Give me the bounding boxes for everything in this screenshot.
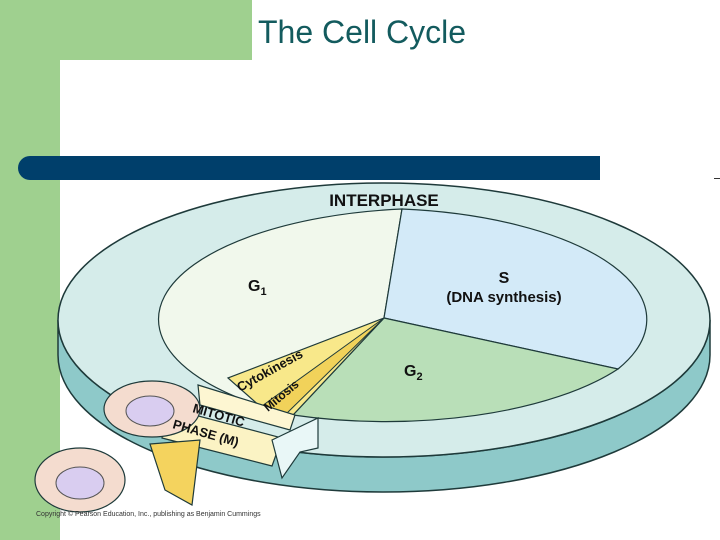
mitotic-phase-arrow	[197, 384, 296, 431]
s-label: S	[499, 270, 510, 287]
s-description: (DNA synthesis)	[446, 289, 561, 306]
slide-title: The Cell Cycle	[258, 14, 467, 50]
s-sector	[383, 208, 648, 370]
divider-tick	[714, 178, 720, 179]
g1-subscript: 1	[260, 286, 266, 298]
g2-sector	[291, 317, 620, 423]
g2-subscript: 2	[416, 371, 422, 383]
return-arrow	[271, 417, 319, 480]
g1-label: G1	[248, 278, 267, 298]
left-accent-bar	[0, 0, 60, 540]
mitotic-arrow-head	[149, 439, 201, 506]
interphase-label: INTERPHASE	[329, 191, 439, 210]
copyright-notice: Copyright © Pearson Education, Inc., pub…	[36, 511, 261, 518]
cell-upper-nucleus	[125, 395, 175, 427]
g2-label: G2	[404, 363, 423, 383]
cell-lower-nucleus	[55, 466, 105, 500]
divider-bar	[18, 156, 600, 180]
